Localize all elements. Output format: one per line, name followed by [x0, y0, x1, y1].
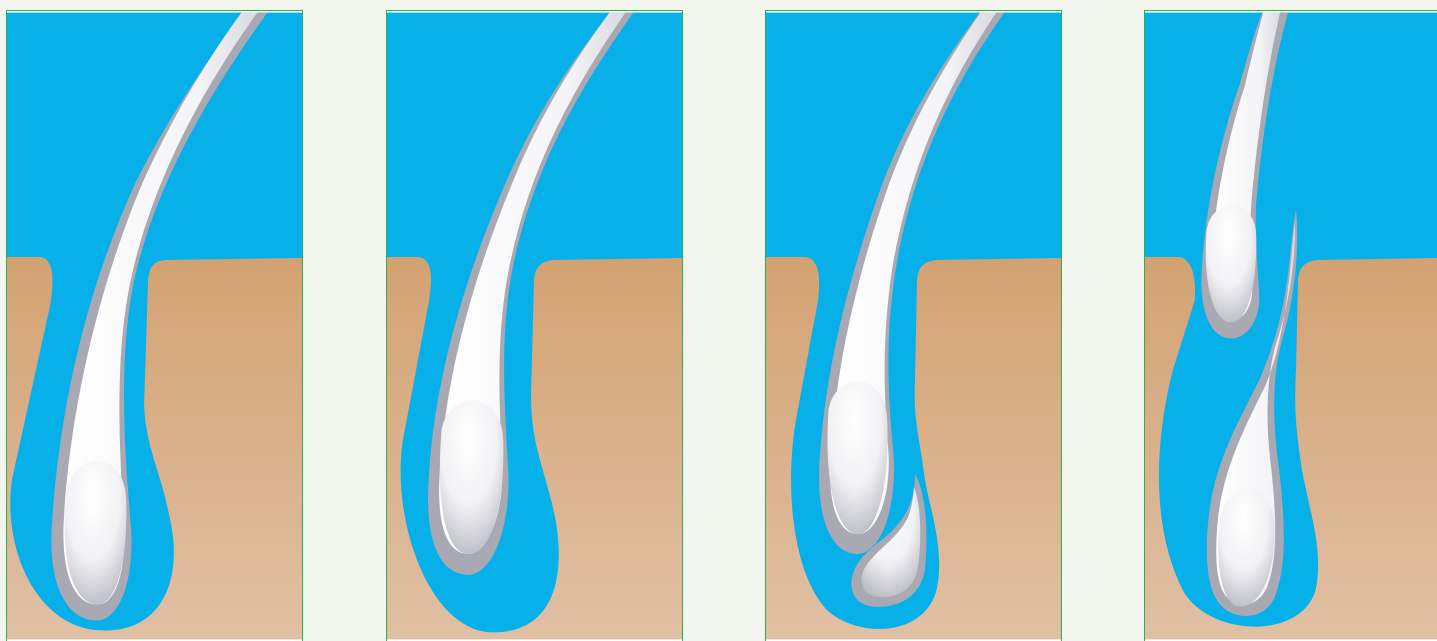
stage-4-illustration [1145, 11, 1437, 641]
stage-2-illustration [387, 11, 682, 641]
stage-4-panel [1144, 10, 1437, 641]
stage-2-panel [386, 10, 683, 641]
stage-1-illustration [7, 11, 302, 641]
stage-1-panel [6, 10, 303, 641]
hair-bulb [65, 461, 127, 605]
stage-3-panel [765, 10, 1062, 641]
stage-3-illustration [766, 11, 1061, 641]
